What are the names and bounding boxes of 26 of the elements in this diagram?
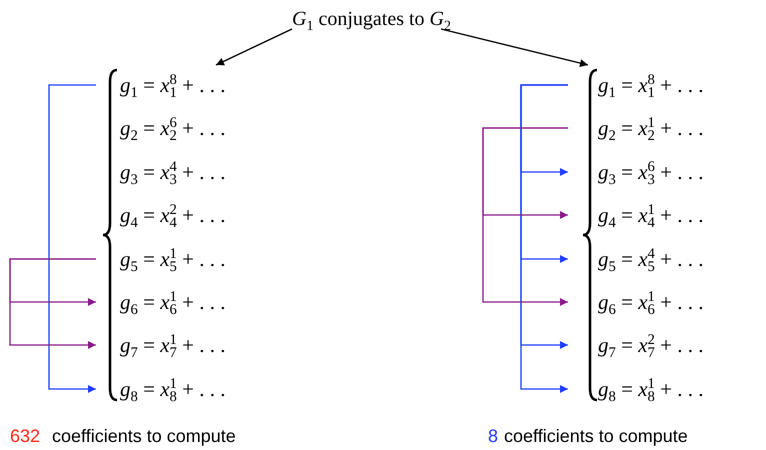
equation: g$_{6}$ = x$_{6}$$^{1}$ + . . . <box>120 288 226 320</box>
coefficient-count: 8 <box>488 426 498 447</box>
equation: g$_{2}$ = x$_{2}$$^{6}$ + . . . <box>120 114 226 147</box>
coefficient-count: 632 <box>10 426 40 447</box>
equation: g$_{4}$ = x$_{4}$$^{2}$ + . . . <box>120 201 226 234</box>
equation: g$_{6}$ = x$_{6}$$^{1}$ + . . . <box>598 288 704 320</box>
equation: g$_{5}$ = x$_{5}$$^{1}$ + . . . <box>120 244 226 277</box>
arrow <box>482 127 568 306</box>
equation: g$_{7}$ = x$_{7}$$^{1}$ + . . . <box>120 331 226 364</box>
equation: g$_{5}$ = x$_{5}$$^{4}$ + . . . <box>598 244 704 277</box>
equation: g$_{1}$ = x$_{1}$$^{8}$ + . . . <box>120 71 226 104</box>
equation: g$_{8}$ = x$_{8}$$^{1}$ + . . . <box>598 374 704 407</box>
equation: g$_{2}$ = x$_{2}$$^{1}$ + . . . <box>598 114 704 147</box>
equation: g$_{3}$ = x$_{3}$$^{6}$ + . . . <box>598 158 704 190</box>
heading: G$_{1}$ conjugates to G$_{2}$ <box>292 8 451 30</box>
caption-text: coefficients to compute <box>504 426 688 447</box>
equation: g$_{3}$ = x$_{3}$$^{4}$ + . . . <box>120 158 226 190</box>
equation: g$_{7}$ = x$_{7}$$^{2}$ + . . . <box>598 331 704 364</box>
equation: g$_{1}$ = x$_{1}$$^{8}$ + . . . <box>598 71 704 104</box>
equation: g$_{4}$ = x$_{4}$$^{1}$ + . . . <box>598 201 704 234</box>
arrow <box>48 84 96 393</box>
arrow <box>9 258 96 349</box>
arrow <box>440 28 588 67</box>
arrow <box>216 28 292 66</box>
caption-text: coefficients to compute <box>52 426 236 447</box>
equation: g$_{8}$ = x$_{8}$$^{1}$ + . . . <box>120 374 226 407</box>
